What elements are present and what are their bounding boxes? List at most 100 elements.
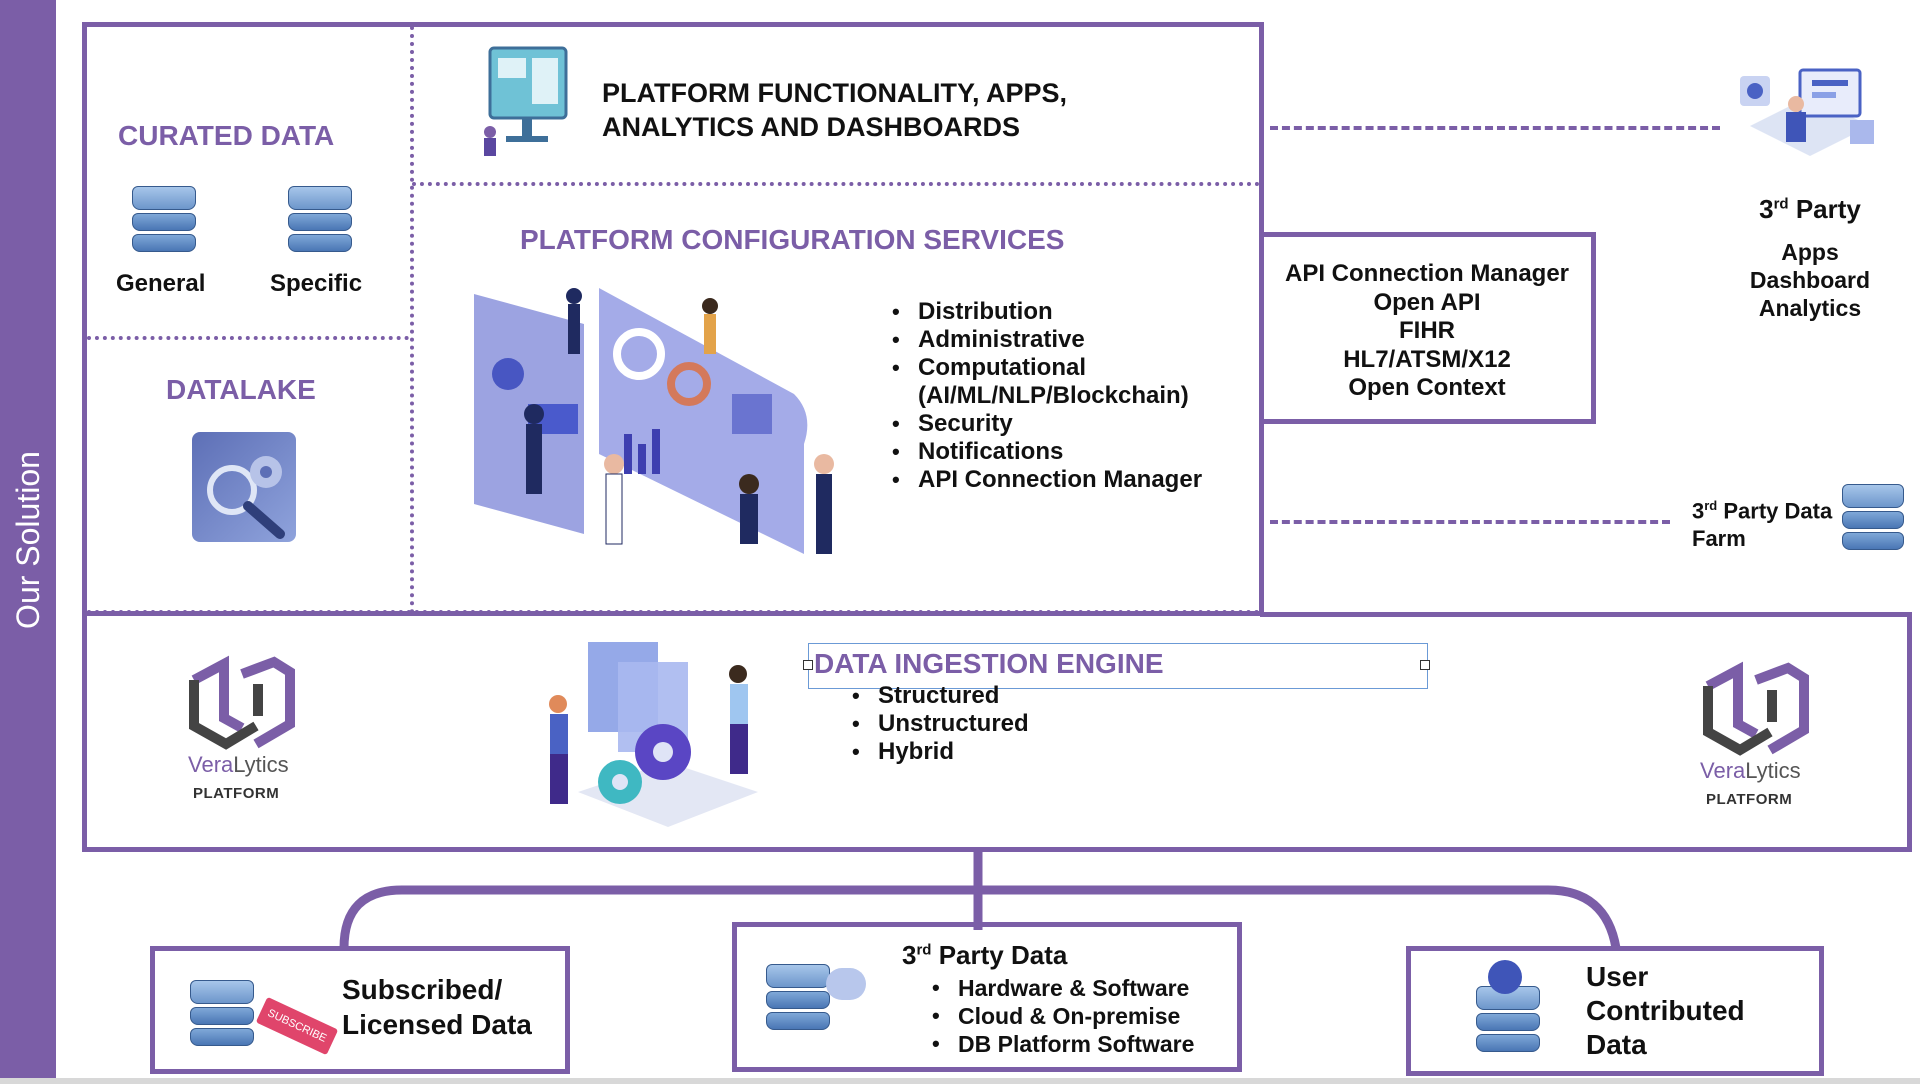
resize-handle-left[interactable] — [803, 660, 813, 670]
api-box — [1260, 232, 1596, 424]
farm-rest: Party Data — [1717, 498, 1833, 524]
laptop-dashboard-icon — [1740, 68, 1874, 156]
config-item-sub: (AI/ML/NLP/Blockchain) — [918, 382, 1248, 410]
server-icon — [766, 964, 830, 1033]
gears-people-icon — [549, 642, 758, 827]
ingestion-frame — [82, 612, 1912, 852]
third-party-data-title: 3rd Party Data — [902, 940, 1067, 971]
server-icon — [288, 186, 352, 255]
farm-line1: 3rd Party Data — [1692, 492, 1832, 525]
config-services-list: Distribution Administrative Computationa… — [890, 298, 1248, 494]
divider-ingestion — [87, 610, 1260, 614]
veralytics-platform-label-right: PLATFORM — [1706, 791, 1793, 808]
server-icon — [1476, 986, 1540, 1055]
veralytics-logo-icon — [186, 654, 298, 754]
platform-functionality-title: PLATFORM FUNCTIONALITY, APPS, ANALYTICS … — [602, 76, 1067, 144]
farm-line2: Farm — [1692, 526, 1746, 552]
ingestion-title: DATA INGESTION ENGINE — [814, 648, 1164, 679]
magnifier-gear-icon — [207, 456, 285, 539]
farm-sup: rd — [1704, 498, 1718, 513]
veralytics-logo-icon-right — [1700, 660, 1812, 760]
user-icon — [1488, 960, 1522, 994]
subscribed-box — [150, 946, 570, 1074]
logo-vera: Vera — [1700, 758, 1746, 783]
api-line: Open Context — [1348, 374, 1506, 401]
third-party-line: Analytics — [1758, 295, 1862, 321]
api-line: API Connection Manager — [1284, 260, 1570, 287]
monitor-icon — [484, 46, 568, 156]
resize-handle-right[interactable] — [1420, 660, 1430, 670]
platform-func-line1: PLATFORM FUNCTIONALITY, APPS, — [602, 78, 1067, 108]
ingestion-top-right — [1260, 612, 1912, 617]
logo-lytics: Lytics — [233, 752, 289, 777]
tpd-item: DB Platform Software — [932, 1030, 1258, 1058]
third-party-rest: Party — [1788, 194, 1861, 224]
tpd-sup: rd — [916, 941, 932, 959]
user-contributed-box — [1406, 946, 1824, 1076]
monitor-illustration — [484, 46, 570, 156]
sidebar — [0, 0, 56, 1084]
tpd-item: Cloud & On-premise — [932, 1002, 1258, 1030]
server-icon — [132, 186, 196, 255]
curated-data-title: CURATED DATA — [118, 120, 335, 151]
side-label: Our Solution — [10, 451, 46, 629]
curated-specific-label: Specific — [270, 270, 363, 297]
config-item: Notifications — [892, 438, 1248, 466]
user-contributed-label: User Contributed Data — [1586, 960, 1745, 1062]
tpd-item: Hardware & Software — [932, 974, 1258, 1002]
third-party-sup: rd — [1773, 195, 1789, 213]
config-item-sub-text: (AI/ML/NLP/Blockchain) — [918, 382, 1189, 409]
third-party-apps-list: Apps Dashboard Analytics — [1730, 238, 1890, 322]
third-party-num: 3 — [1759, 194, 1774, 224]
ingestion-item: Hybrid — [852, 738, 1138, 766]
config-item: Distribution — [892, 298, 1248, 326]
bottom-strip — [0, 1078, 1920, 1084]
ingestion-item: Unstructured — [852, 710, 1138, 738]
ingestion-item: Structured — [852, 682, 1138, 710]
subscribed-label: Subscribed/ Licensed Data — [342, 972, 532, 1042]
dashed-connector-farm — [1270, 520, 1670, 524]
third-party-data-list: Hardware & Software Cloud & On-premise D… — [930, 974, 1258, 1058]
ingestion-list: Structured Unstructured Hybrid — [850, 682, 1138, 766]
config-item: API Connection Manager — [892, 466, 1248, 494]
veralytics-platform-label: PLATFORM — [193, 785, 280, 802]
third-party-apps-illustration — [1730, 56, 1890, 174]
connector-tree — [339, 850, 1621, 949]
api-line: Open API — [1373, 288, 1481, 316]
api-line: FIHR — [1399, 317, 1455, 344]
logo-lytics: Lytics — [1745, 758, 1801, 783]
farm-num: 3 — [1692, 498, 1705, 524]
veralytics-mark-icon — [189, 655, 295, 750]
logo-vera: Vera — [188, 752, 234, 777]
dashed-connector-apps — [1270, 126, 1720, 130]
analytics-team-icon — [474, 288, 834, 554]
third-party-line: Dashboard — [1749, 267, 1871, 293]
platform-func-line2: ANALYTICS AND DASHBOARDS — [602, 112, 1021, 142]
third-party-line: Apps — [1781, 239, 1839, 265]
config-item: Administrative — [892, 326, 1248, 354]
tpd-num: 3 — [902, 940, 917, 970]
server-icon — [190, 980, 254, 1049]
datalake-illustration — [192, 432, 296, 542]
veralytics-wordmark: VeraLytics — [188, 752, 289, 778]
ingestion-illustration — [538, 632, 770, 832]
divider-vertical — [410, 26, 414, 614]
config-services-title: PLATFORM CONFIGURATION SERVICES — [520, 224, 1065, 255]
tpd-rest: Party Data — [931, 940, 1068, 970]
subscribed-line1: Subscribed/ — [342, 974, 503, 1005]
subscribed-line2: Licensed Data — [342, 1009, 532, 1040]
config-item: Security — [892, 410, 1248, 438]
veralytics-mark-icon — [1703, 661, 1809, 756]
datalake-title: DATALAKE — [166, 374, 316, 405]
curated-general-label: General — [116, 270, 206, 297]
cloud-icon — [826, 968, 866, 1000]
config-illustration — [464, 284, 846, 594]
divider-func-config — [412, 182, 1260, 186]
third-party-title: 3rd Party — [1740, 194, 1880, 225]
api-line: HL7/ATSM/X12 — [1343, 345, 1511, 373]
divider-curated-datalake — [87, 336, 409, 340]
uc-line: Contributed — [1586, 995, 1745, 1026]
uc-line: Data — [1586, 1029, 1647, 1060]
uc-line: User — [1586, 961, 1649, 992]
server-icon — [1842, 484, 1904, 553]
